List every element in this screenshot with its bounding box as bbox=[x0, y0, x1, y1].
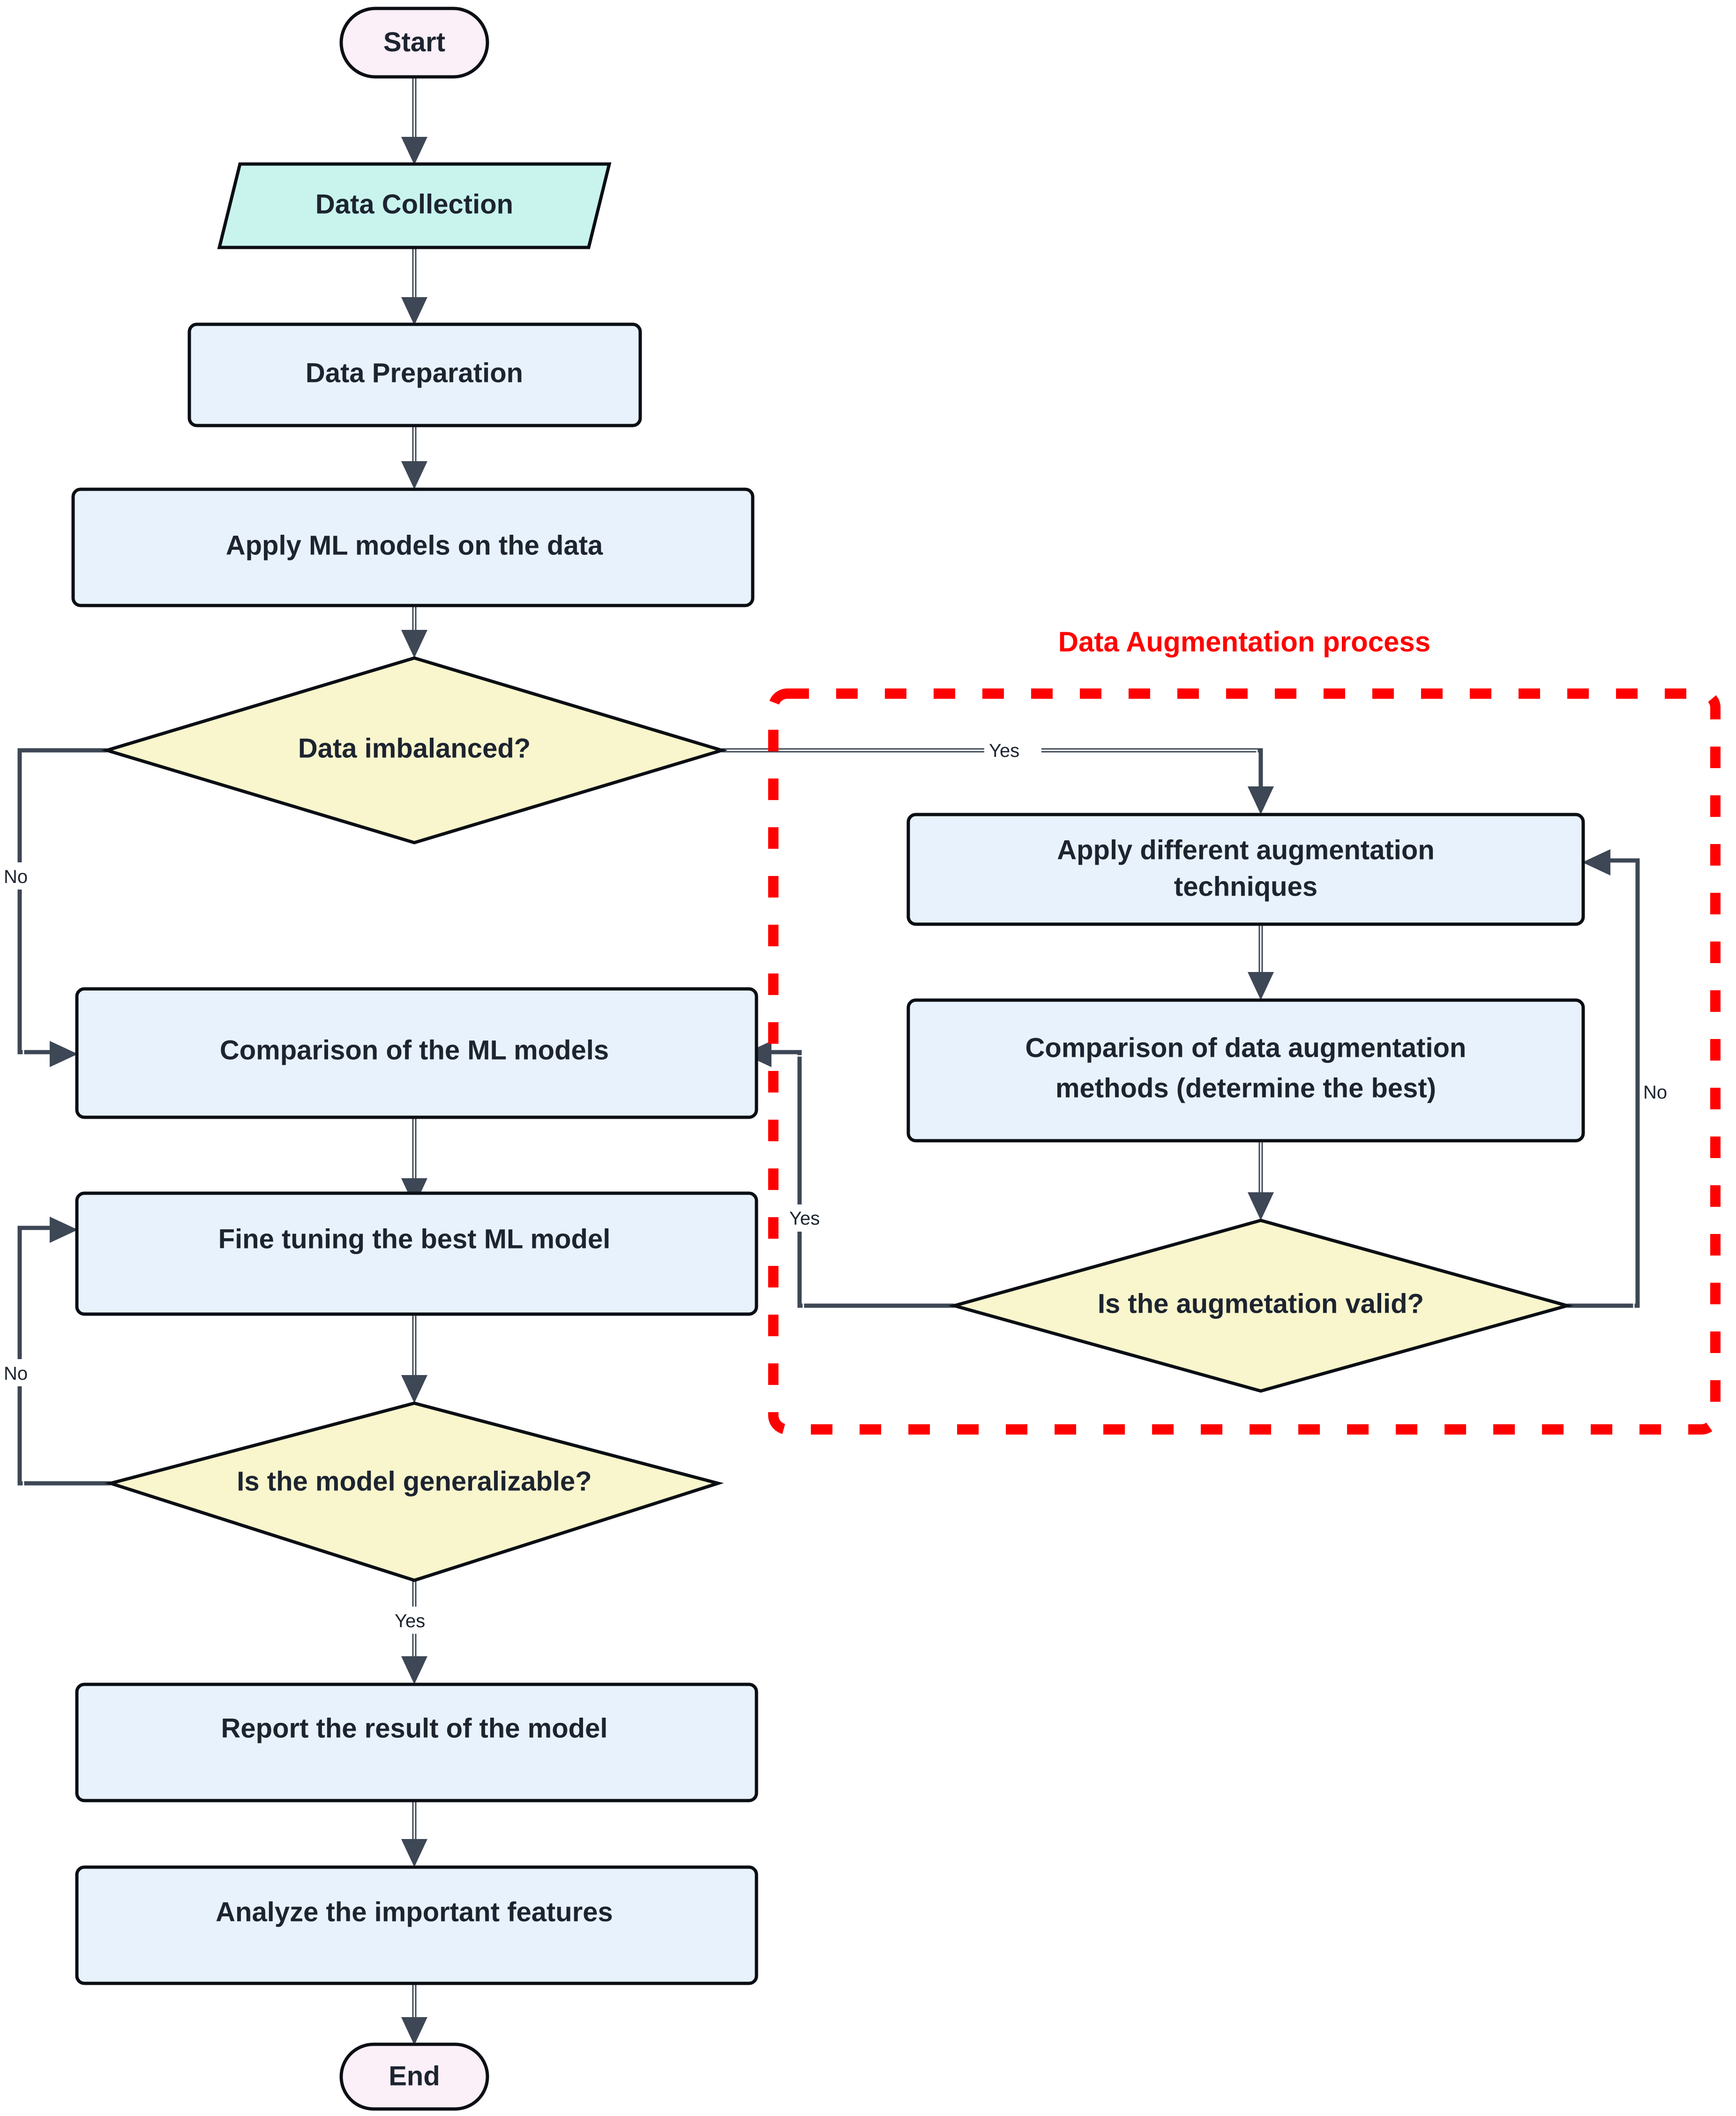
augmentation-group-title: Data Augmentation process bbox=[1058, 626, 1431, 658]
edge-augcompare-to-augvalid bbox=[1248, 1141, 1274, 1220]
augmentation-group-border bbox=[768, 688, 1721, 1435]
node-report-result[interactable]: Report the result of the model bbox=[75, 1682, 758, 1802]
node-model-generalizable-label: Is the model generalizable? bbox=[237, 1466, 591, 1496]
edge-applyml-to-imbalanced bbox=[401, 605, 427, 658]
node-model-generalizable-decision[interactable]: Is the model generalizable? bbox=[105, 1401, 724, 1582]
edge-label-augvalid-yes-wrap: Yes bbox=[786, 1204, 839, 1232]
node-apply-ml-models-label: Apply ML models on the data bbox=[226, 530, 603, 561]
edge-label-generalize-yes-wrap: Yes bbox=[392, 1607, 444, 1634]
apply-augmentation-techniques-box-shape bbox=[906, 813, 1585, 926]
data-preparation-box-shape bbox=[187, 322, 642, 427]
node-comparison-data-augmentation-line1: Comparison of data augmentation bbox=[1025, 1032, 1467, 1063]
data-augmentation-group: Data Augmentation process bbox=[768, 626, 1721, 1435]
data-imbalanced-diamond-shape bbox=[101, 656, 728, 845]
node-analyze-features[interactable]: Analyze the important features bbox=[75, 1865, 758, 1985]
augmentation-valid-diamond-shape bbox=[948, 1219, 1574, 1393]
end-terminator-shape bbox=[339, 2042, 489, 2111]
edge-finetune-to-generalize bbox=[401, 1314, 427, 1403]
edge-label-imbalanced-no-wrap: No bbox=[2, 862, 38, 890]
node-comparison-ml-models-label: Comparison of the ML models bbox=[220, 1035, 609, 1065]
node-augmentation-valid-decision[interactable]: Is the augmetation valid? bbox=[948, 1219, 1574, 1393]
edge-prepare-to-applyml bbox=[401, 425, 427, 489]
edge-imbalanced-yes-to-augtech bbox=[722, 748, 1274, 815]
node-comparison-data-augmentation-methods[interactable]: Comparison of data augmentation methods … bbox=[906, 998, 1585, 1143]
node-report-result-label: Report the result of the model bbox=[221, 1713, 608, 1743]
node-start-label: Start bbox=[383, 27, 445, 57]
model-generalizable-diamond-shape bbox=[105, 1401, 724, 1582]
node-data-imbalanced-label: Data imbalanced? bbox=[298, 733, 531, 763]
edge-label-generalize-yes: Yes bbox=[395, 1611, 425, 1631]
node-apply-augmentation-techniques-line2: techniques bbox=[1174, 871, 1317, 902]
label-bg bbox=[786, 1204, 839, 1232]
edge-label-augvalid-no: No bbox=[1643, 1082, 1667, 1103]
edge-augvalid-no-to-augtech bbox=[1567, 849, 1640, 1310]
node-apply-ml-models[interactable]: Apply ML models on the data bbox=[71, 487, 755, 607]
comparison-ml-models-box-shape bbox=[75, 987, 758, 1119]
edge-label-imbalanced-no: No bbox=[4, 867, 28, 887]
node-fine-tuning-label: Fine tuning the best ML model bbox=[218, 1224, 611, 1254]
node-start[interactable]: Start bbox=[339, 7, 489, 79]
label-bg bbox=[1640, 1078, 1680, 1105]
edge-label-imbalanced-yes-wrap: Yes bbox=[984, 737, 1041, 764]
edge-analyze-to-end bbox=[401, 1981, 427, 2045]
edge-label-augvalid-yes: Yes bbox=[789, 1208, 820, 1229]
label-bg bbox=[392, 1607, 444, 1634]
analyze-features-box-shape bbox=[75, 1865, 758, 1985]
node-apply-augmentation-techniques[interactable]: Apply different augmentation techniques bbox=[906, 813, 1585, 926]
node-comparison-data-augmentation-line2: methods (determine the best) bbox=[1055, 1073, 1436, 1103]
node-augmentation-valid-label: Is the augmetation valid? bbox=[1098, 1288, 1424, 1319]
node-end[interactable]: End bbox=[339, 2042, 489, 2111]
node-comparison-ml-models[interactable]: Comparison of the ML models bbox=[75, 987, 758, 1119]
edge-label-imbalanced-yes: Yes bbox=[989, 740, 1019, 761]
edge-imbalanced-no-to-mlcompare bbox=[17, 748, 107, 1067]
node-data-collection-label: Data Collection bbox=[315, 189, 513, 219]
report-result-box-shape bbox=[75, 1682, 758, 1802]
node-data-imbalanced-decision[interactable]: Data imbalanced? bbox=[101, 656, 728, 845]
edge-label-augvalid-no-wrap: No bbox=[1640, 1078, 1680, 1105]
edge-label-generalize-no-wrap: No bbox=[2, 1359, 38, 1386]
edge-report-to-analyze bbox=[401, 1800, 427, 1867]
node-analyze-features-label: Analyze the important features bbox=[216, 1897, 613, 1927]
edge-label-layer: Yes No Yes No No Yes bbox=[2, 737, 1680, 1634]
start-terminator-shape bbox=[339, 7, 489, 79]
node-apply-augmentation-techniques-line1: Apply different augmentation bbox=[1057, 835, 1435, 865]
node-end-label: End bbox=[389, 2061, 440, 2091]
apply-ml-models-box-shape bbox=[71, 487, 755, 607]
node-data-collection[interactable]: Data Collection bbox=[217, 162, 612, 249]
edge-augtech-to-augcompare bbox=[1248, 924, 1274, 1000]
label-bg bbox=[2, 862, 38, 890]
edge-label-generalize-no: No bbox=[4, 1363, 28, 1384]
edge-start-to-collect bbox=[401, 76, 427, 165]
edge-collect-to-prepare bbox=[401, 248, 427, 325]
fine-tuning-box-shape bbox=[75, 1191, 758, 1316]
comparison-data-augmentation-box-shape bbox=[906, 998, 1585, 1143]
label-bg bbox=[2, 1359, 38, 1386]
node-data-preparation-label: Data Preparation bbox=[306, 358, 523, 388]
data-collection-parallelogram-shape bbox=[217, 162, 612, 249]
node-data-preparation[interactable]: Data Preparation bbox=[187, 322, 642, 427]
node-fine-tuning[interactable]: Fine tuning the best ML model bbox=[75, 1191, 758, 1316]
label-bg bbox=[984, 737, 1041, 764]
edge-layer bbox=[17, 76, 1640, 2045]
